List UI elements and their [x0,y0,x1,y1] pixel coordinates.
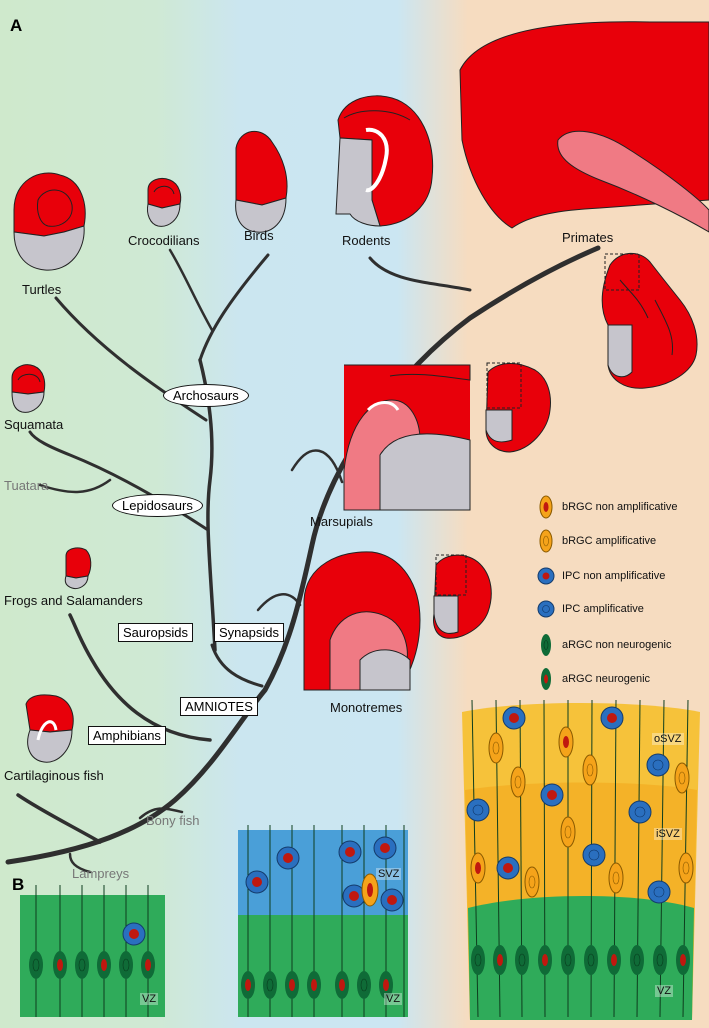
clade-amphibians: Amphibians [88,726,166,745]
clade-synapsids: Synapsids [214,623,284,642]
primate-brain-small [601,252,698,389]
taxon-label-marsupials: Marsupials [310,514,373,529]
taxon-label-lampreys: Lampreys [72,866,130,881]
turtle-brain [13,172,86,271]
taxon-label-tuatara: Tuatara [4,478,49,493]
clade-amniotes: AMNIOTES [180,697,258,716]
legend-argc-neuro-icon [541,668,551,690]
taxon-label-crocodilians: Crocodilians [128,233,200,248]
taxon-label-cartilaginous: Cartilaginous fish [4,768,104,783]
vz-tissue-1 [20,895,165,1017]
clade-lepidosaurs: Lepidosaurs [112,494,203,517]
marsupial-brain-small [485,362,551,453]
taxon-label-rodents: Rodents [342,233,391,248]
ipc-cells-3 [466,706,671,904]
legend-symbols [537,495,555,690]
brgc-cell-2 [361,873,379,907]
cartilaginous-branch [16,793,102,844]
zone-label-isvz: iSVZ [654,828,682,840]
taxon-label-birds: Birds [244,228,274,243]
turtle-branch [54,296,208,422]
zone-label-vz-2: VZ [384,993,403,1005]
legend-label-ipc-non-amp: IPC non amplificative [562,570,666,582]
legend-label-brgc-non-amp: bRGC non amplificative [562,501,678,513]
bird-brain [235,131,288,233]
taxon-label-monotremes: Monotremes [330,700,403,715]
squamata-brain [11,364,46,413]
taxon-label-turtles: Turtles [22,282,62,297]
ipc-cell-1 [122,922,146,946]
legend-label-brgc-amp: bRGC amplificative [562,535,657,547]
legend-ipc-non-amp-icon [537,567,555,585]
zone-label-vz-3: VZ [655,985,674,997]
legend-label-argc-non-neuro: aRGC non neurogenic [562,639,672,651]
germinal-zone-lower-vertebrate [20,885,165,1017]
ipc-cells-2 [245,836,404,912]
zone-label-osvz: oSVZ [652,733,684,745]
synapsid-monotreme [256,593,302,612]
germinal-zone-primate [462,699,700,1020]
arg-cells-2 [241,971,393,999]
arg-cells-1 [29,951,155,979]
legend-label-argc-neuro: aRGC neurogenic [562,673,651,685]
frog-brain [64,547,92,589]
taxon-label-squamata: Squamata [4,417,64,432]
primate-brain-large [459,21,709,233]
monotreme-brain-small [433,554,492,639]
tuatara-branch [38,478,112,494]
taxon-label-frogs: Frogs and Salamanders [4,593,143,608]
legend-brgc-amp-icon [539,529,553,553]
legend-label-ipc-amp: IPC amplificative [562,603,644,615]
archosaur-branch [198,253,270,362]
clade-archosaurs: Archosaurs [163,384,249,407]
amphibian-branch [68,613,212,742]
marsupial-brain-large [343,364,471,511]
monotreme-brain-large [303,551,421,691]
taxon-label-primates: Primates [562,230,614,245]
legend-argc-non-neuro-icon [541,634,551,656]
taxon-label-bony-fish: Bony fish [146,813,200,828]
clade-sauropsids: Sauropsids [118,623,194,642]
croc-branch [168,248,214,332]
legend-brgc-non-amp-icon [539,495,553,519]
lamprey-branch [68,852,92,874]
panel-label-b: B [12,875,25,894]
vz-tissue-2 [238,915,408,1017]
trunk-branch [5,245,601,865]
zone-label-vz-1: VZ [140,993,159,1005]
arg-cells-3 [471,945,690,975]
bony-fish-branch [138,807,184,820]
rodent-branch [368,256,472,292]
germinal-zone-rodent [238,825,408,1017]
cartilaginous-fish-brain [25,694,74,763]
rodent-brain [335,95,434,227]
phylogenetic-tree [5,245,601,874]
crocodilian-brain [147,177,182,227]
brgc-cells-3 [470,726,694,898]
legend-ipc-amp-icon [537,600,555,618]
synapsid-marsupial [290,449,344,484]
panel-label-a: A [10,16,23,35]
zone-label-svz: SVZ [376,868,402,880]
